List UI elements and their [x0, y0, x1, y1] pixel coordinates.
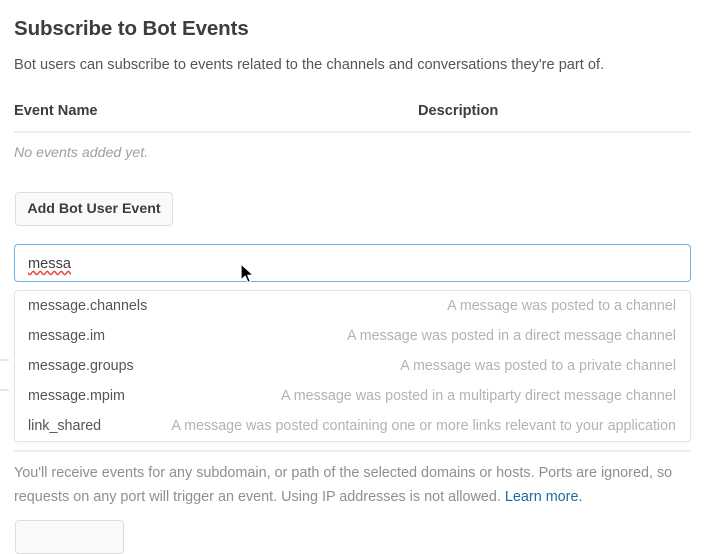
suggestion-event-description: A message was posted containing one or m…	[171, 418, 676, 434]
save-changes-button-partial[interactable]	[15, 520, 124, 554]
bot-events-page: Subscribe to Bot Events Bot users can su…	[0, 17, 691, 554]
suggestion-event-name: link_shared	[28, 418, 102, 434]
help-text-body: You'll receive events for any subdomain,…	[14, 465, 673, 505]
list-item[interactable]: message.mpim A message was posted in a m…	[15, 381, 690, 411]
list-item[interactable]: message.im A message was posted in a dir…	[15, 321, 690, 351]
suggestion-event-description: A message was posted in a multiparty dir…	[281, 388, 676, 404]
add-bot-user-event-button[interactable]: Add Bot User Event	[15, 192, 173, 226]
section-divider	[14, 450, 691, 452]
list-item[interactable]: message.groups A message was posted to a…	[15, 351, 690, 381]
background-sliver	[0, 389, 9, 391]
suggestion-event-name: message.groups	[28, 358, 134, 374]
table-header-divider	[14, 131, 691, 133]
learn-more-link[interactable]: Learn more.	[504, 489, 583, 505]
suggestion-event-name: message.channels	[28, 298, 148, 314]
events-table-header: Event Name Description	[14, 103, 691, 125]
list-item[interactable]: link_shared A message was posted contain…	[15, 411, 690, 441]
empty-state-message: No events added yet.	[14, 145, 149, 161]
list-item[interactable]: message.channels A message was posted to…	[15, 291, 690, 321]
suggestion-event-name: message.mpim	[28, 388, 125, 404]
page-title: Subscribe to Bot Events	[14, 17, 249, 40]
help-text: You'll receive events for any subdomain,…	[14, 461, 684, 509]
column-header-event-name: Event Name	[14, 103, 98, 119]
suggestion-event-description: A message was posted in a direct message…	[346, 328, 676, 344]
suggestion-event-name: message.im	[28, 328, 106, 344]
event-search-input[interactable]	[14, 244, 691, 282]
background-sliver	[0, 359, 9, 361]
suggestion-event-description: A message was posted to a private channe…	[400, 358, 676, 374]
page-subtitle: Bot users can subscribe to events relate…	[14, 57, 605, 73]
column-header-description: Description	[418, 103, 499, 119]
suggestion-event-description: A message was posted to a channel	[447, 298, 676, 314]
event-suggestions-dropdown[interactable]: message.channels A message was posted to…	[14, 290, 691, 442]
